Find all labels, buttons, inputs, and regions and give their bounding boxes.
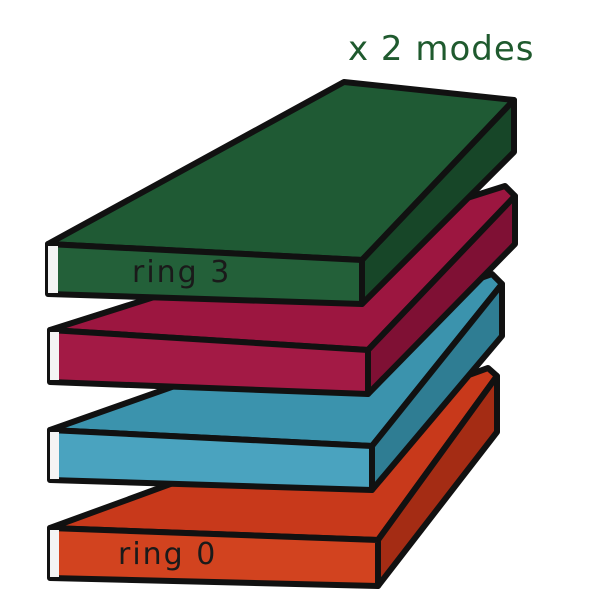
slab-ring-1-edge bbox=[50, 432, 59, 479]
slab-ring-2-edge bbox=[50, 332, 59, 380]
modes-caption: x 2 modes bbox=[348, 29, 535, 69]
ring-0-label: ring 0 bbox=[118, 537, 217, 572]
slab-ring-3-edge bbox=[48, 246, 58, 293]
slab-ring-0-edge bbox=[50, 530, 59, 577]
ring-3-label: ring 3 bbox=[132, 255, 231, 290]
slab-ring-3: ring 3 bbox=[45, 79, 517, 307]
